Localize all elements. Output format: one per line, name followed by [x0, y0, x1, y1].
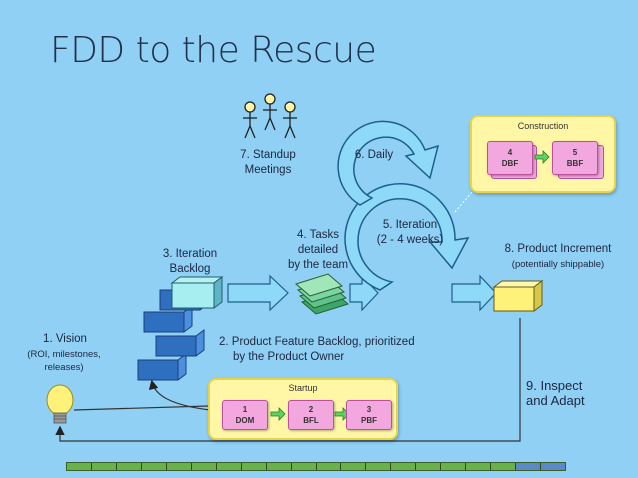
progress-segment-done — [316, 463, 342, 470]
progress-segment-done — [91, 463, 117, 470]
construction-card-bbf: 5 BBF — [552, 141, 598, 175]
tasks-stack-icon — [294, 273, 350, 315]
progress-segment-done — [191, 463, 217, 470]
startup-card-bfl: 2 BFL — [288, 400, 334, 430]
arrow-backlog-to-tasks — [227, 274, 289, 312]
construction-title: Construction — [517, 121, 569, 131]
product-increment-label-line1: 8. Product Increment — [504, 243, 612, 255]
startup-panel: Startup 1 DOM 2 BFL 3 PBF — [208, 378, 398, 440]
progress-segment-done — [216, 463, 242, 470]
construction-panel: Construction 4 DBF 5 BBF — [470, 115, 616, 193]
backlog-label-line1: 2. Product Feature Backlog, prioritized — [219, 336, 415, 348]
lightbulb-icon — [46, 384, 74, 424]
construction-card-dbf: 4 DBF — [487, 141, 533, 175]
arrow-tasks-to-iteration — [349, 274, 379, 312]
card-number: 5 — [572, 148, 578, 157]
card-code: DOM — [235, 416, 255, 425]
card-code: BFL — [303, 416, 319, 425]
progress-segment-done — [116, 463, 142, 470]
arrow-right-icon — [534, 150, 550, 164]
feedback-line — [55, 318, 521, 442]
progress-segment-done — [466, 463, 492, 470]
backlog-label-line2: by the Product Owner — [233, 351, 345, 363]
vision-to-startup-line — [73, 405, 209, 411]
progress-segment-done — [341, 463, 367, 470]
arrow-right-icon — [270, 407, 286, 421]
daily-cycle-arrow — [337, 120, 440, 206]
card-number: 3 — [366, 405, 372, 414]
progress-segment-done — [441, 463, 467, 470]
slide-progress-bar — [66, 462, 566, 471]
progress-segment-done — [241, 463, 267, 470]
standup-label-line1: 7. Standup — [240, 149, 296, 161]
slide-title: FDD to the Rescue — [50, 30, 377, 71]
iteration-label-line2: (2 - 4 weeks) — [376, 234, 444, 246]
standup-people-icon — [243, 93, 297, 139]
tasks-label-line2: detailed — [297, 244, 339, 256]
card-number: 4 — [507, 148, 513, 157]
progress-segment-done — [391, 463, 417, 470]
inspect-label-line2: and Adapt — [526, 393, 585, 408]
iteration-backlog-label-line1: 3. Iteration — [162, 248, 218, 260]
progress-segment-done — [166, 463, 192, 470]
progress-segment-pending — [541, 463, 566, 470]
progress-segment-done — [291, 463, 317, 470]
iteration-cycle-arrow — [344, 183, 470, 291]
progress-segment-done — [491, 463, 517, 470]
inspect-label-line1: 9. Inspect — [526, 378, 583, 393]
daily-label: 6. Daily — [354, 149, 394, 161]
startup-card-pbf: 3 PBF — [346, 400, 392, 430]
card-code: PBF — [361, 416, 377, 425]
progress-segment-done — [266, 463, 292, 470]
vision-label: 1. Vision — [43, 333, 87, 345]
product-increment-box-icon — [492, 280, 544, 312]
arrow-iteration-to-increment — [451, 274, 497, 312]
card-code: BBF — [566, 159, 584, 168]
startup-title: Startup — [288, 383, 318, 393]
tasks-label-line1: 4. Tasks — [297, 229, 339, 241]
startup-to-backlog-arrow — [148, 379, 211, 411]
card-number: 1 — [242, 405, 248, 414]
progress-segment-done — [416, 463, 442, 470]
progress-segment-done — [141, 463, 167, 470]
standup-label-line2: Meetings — [244, 164, 292, 176]
card-number: 2 — [308, 405, 314, 414]
product-increment-label-line2: (potentially shippable) — [511, 259, 605, 270]
startup-card-dom: 1 DOM — [222, 400, 268, 430]
tasks-label-line3: by the team — [287, 259, 349, 271]
card-code: DBF — [501, 159, 519, 168]
iteration-backlog-box-icon — [170, 276, 224, 309]
progress-segment-pending — [516, 463, 542, 470]
progress-segment-done — [366, 463, 392, 470]
iteration-label-line1: 5. Iteration — [382, 219, 438, 231]
iteration-backlog-label-line2: Backlog — [169, 263, 211, 275]
progress-segment-done — [67, 463, 92, 470]
vision-sublabel: (ROI, milestones, releases) — [27, 349, 101, 373]
